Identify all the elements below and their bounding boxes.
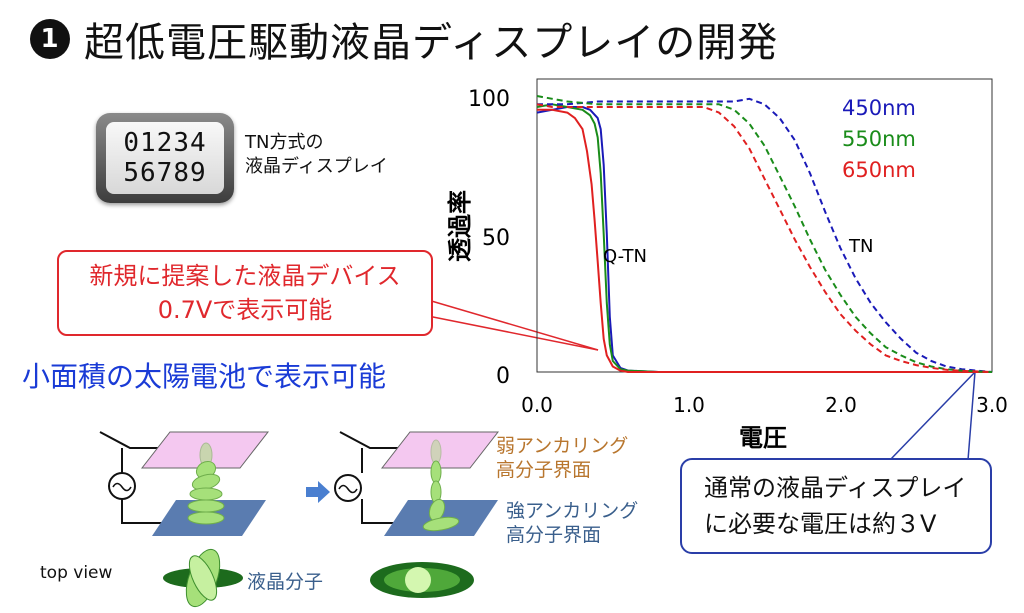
transition-arrow-icon (306, 481, 330, 503)
proposed-device-line-1: 新規に提案した液晶デバイス (89, 262, 401, 290)
solar-cell-note: 小面積の太陽電池で表示可能 (22, 360, 387, 393)
left-ac-wave (112, 482, 132, 492)
tn-annotation: TN (848, 236, 873, 257)
right-molecule-stack (422, 439, 460, 532)
xtick-0: 0.0 (521, 393, 553, 417)
strong-anchoring-label: 強アンカリング 高分子界面 (506, 499, 638, 547)
strong-anchoring-line-2: 高分子界面 (506, 524, 602, 546)
lcd-caption-line-2: 液晶ディスプレイ (245, 156, 388, 177)
title-text: 超低電圧駆動液晶ディスプレイの開発 (84, 20, 779, 66)
series-tn-650nm (536, 103, 993, 373)
xtick-3: 3.0 (976, 393, 1008, 417)
title-number-badge: 1 (30, 19, 70, 59)
legend-450nm: 450nm (842, 96, 916, 120)
lcd-digits-row-2: 56789 (123, 158, 207, 188)
qtn-annotation: Q-TN (603, 246, 647, 267)
strong-anchoring-line-1: 強アンカリング (506, 500, 639, 522)
ytick-100: 100 (468, 87, 510, 112)
normal-lcd-line-1: 通常の液晶ディスプレイ (704, 474, 967, 502)
weak-anchoring-line-2: 高分子界面 (496, 459, 592, 481)
proposed-device-callout: 新規に提案した液晶デバイス 0.7Vで表示可能 (57, 250, 433, 336)
right-ac-wave (338, 484, 358, 494)
top-view-label: top view (40, 563, 113, 583)
legend-650nm: 650nm (842, 158, 916, 182)
lcd-caption: TN方式の 液晶ディスプレイ (245, 131, 388, 179)
ytick-50: 50 (482, 226, 510, 251)
series-tn-550nm (536, 95, 993, 373)
lcd-display-image: 01234 56789 (96, 113, 234, 203)
series-q-tn-650nm (537, 108, 992, 373)
red-pointer-line-1 (427, 299, 599, 351)
normal-lcd-voltage-callout: 通常の液晶ディスプレイ に必要な電圧は約３V (680, 458, 992, 554)
series-layer (536, 95, 993, 373)
weak-anchoring-label: 弱アンカリング 高分子界面 (496, 434, 628, 482)
legend-550nm: 550nm (842, 127, 916, 151)
red-pointer-line-2 (427, 315, 599, 351)
lcd-screen: 01234 56789 (106, 122, 224, 194)
xtick-1: 1.0 (673, 393, 705, 417)
blue-pointer-line-2 (967, 371, 976, 461)
top-view-left-molecules (163, 548, 243, 608)
x-axis-label: 電圧 (739, 424, 787, 452)
normal-lcd-line-2: に必要な電圧は約３V (704, 510, 937, 538)
blue-pointer-line-1 (889, 371, 976, 461)
liquid-crystal-molecule-label: 液晶分子 (247, 571, 324, 593)
proposed-device-line-2: 0.7Vで表示可能 (157, 296, 333, 324)
lcd-caption-line-1: TN方式の (245, 132, 324, 153)
ytick-0: 0 (496, 364, 510, 389)
right-top-plate (380, 431, 500, 469)
slide-title: 1 超低電圧駆動液晶ディスプレイの開発 (30, 10, 778, 68)
series-tn-450nm (537, 97, 993, 373)
left-molecule-stack (187, 442, 225, 525)
y-axis-label: 透過率 (446, 190, 474, 262)
xtick-2: 2.0 (825, 393, 857, 417)
weak-anchoring-line-1: 弱アンカリング (496, 435, 629, 457)
lcd-digits-row-1: 01234 (123, 128, 207, 158)
top-view-right-molecules (370, 562, 474, 598)
